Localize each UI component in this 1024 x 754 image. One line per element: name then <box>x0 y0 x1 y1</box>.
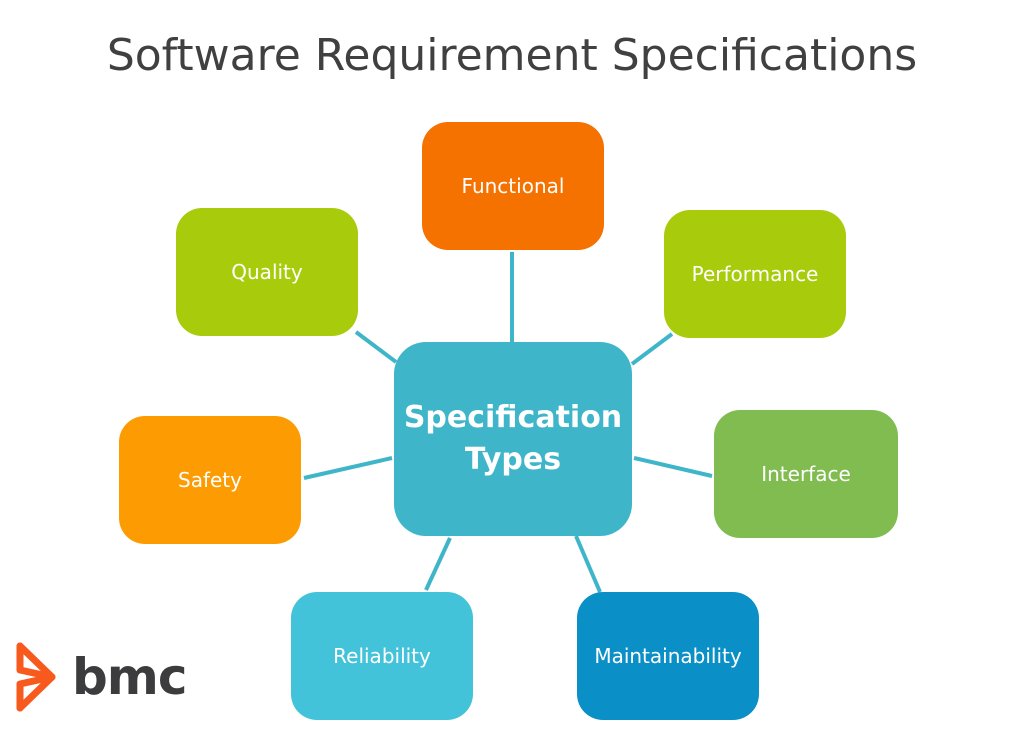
node-reliability: Reliability <box>291 592 473 720</box>
node-label: Safety <box>178 468 242 492</box>
connector-quality <box>354 330 398 364</box>
node-label: Quality <box>231 260 303 284</box>
node-label: Reliability <box>333 644 431 668</box>
node-interface: Interface <box>714 410 898 538</box>
node-quality: Quality <box>176 208 358 336</box>
node-performance: Performance <box>664 210 846 338</box>
diagram-title: Software Requirement Specifications <box>106 30 918 81</box>
connector-maintainability <box>574 535 602 593</box>
node-maintainability: Maintainability <box>577 592 759 720</box>
node-label: Functional <box>461 174 565 198</box>
center-node-specification-types: Specification Types <box>394 342 632 536</box>
node-functional: Functional <box>422 122 604 250</box>
bmc-mark-icon <box>16 642 56 712</box>
connector-safety <box>303 456 393 480</box>
connector-performance <box>630 332 674 366</box>
node-label: Interface <box>761 462 851 486</box>
bmc-logo-text: bmc <box>72 648 188 706</box>
node-label: Performance <box>691 262 819 286</box>
center-label-line2: Types <box>464 442 562 477</box>
node-label: Maintainability <box>594 644 742 668</box>
bmc-logo: bmc <box>14 642 188 712</box>
connector-reliability <box>424 537 452 591</box>
connector-interface <box>633 456 713 478</box>
center-label-line1: Specification <box>403 400 623 435</box>
node-safety: Safety <box>119 416 301 544</box>
